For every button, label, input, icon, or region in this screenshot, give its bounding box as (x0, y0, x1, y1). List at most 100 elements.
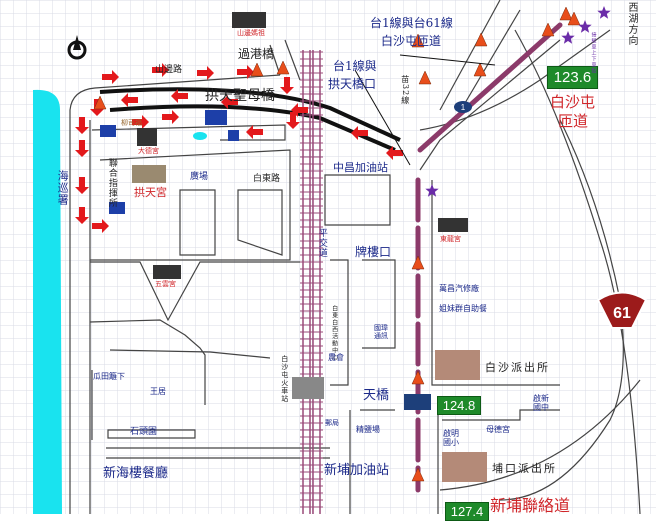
label-donglong-temple: 東龍宮 (440, 235, 461, 243)
label-mude-temple: 母德宮 (486, 425, 510, 434)
sea (33, 89, 62, 514)
label-shuttle-stop: 接駁車上下車點 (590, 32, 597, 74)
shuttle-stars (425, 6, 611, 197)
label-pailou: 牌樓口 (355, 245, 392, 259)
red-arrow-icon (152, 63, 169, 77)
traffic-cone-icon (418, 70, 432, 85)
red-arrow-icon (132, 115, 149, 129)
traffic-cone-icon (411, 33, 425, 48)
label-shanbian-temple: 山邊媽祖 (237, 29, 265, 37)
traffic-arrows (75, 63, 403, 233)
star-icon (578, 20, 592, 33)
red-arrow-icon (246, 125, 263, 139)
gongtian-bridge (99, 87, 401, 142)
label-miao32: 苗32線 (400, 75, 410, 106)
label-skybridge: 天橋 (363, 388, 390, 403)
star-icon (597, 6, 611, 19)
label-t1-t61-line2: 白沙屯匝道 (381, 34, 442, 48)
label-coast-guard: 海巡署 (56, 170, 70, 206)
star-icon (561, 31, 575, 44)
route-1-number: 1 (461, 103, 466, 112)
traffic-cone-icon (473, 62, 487, 77)
station-building-icon (292, 377, 324, 399)
route-1-shield: 1 (454, 101, 472, 113)
traffic-cone-icon (567, 11, 581, 26)
label-plaza: 廣場 (190, 172, 209, 182)
red-arrow-icon (197, 66, 214, 80)
road-network (69, 0, 641, 514)
north-compass-icon (67, 35, 87, 60)
traffic-cone-icon (250, 62, 264, 77)
pond (193, 132, 207, 140)
km-marker-124-8: 124.8 (437, 396, 481, 415)
label-shanbian-road: 山邊路 (155, 65, 183, 75)
red-arrow-icon (162, 110, 179, 124)
traffic-cone-icon (276, 60, 290, 75)
label-farmers-assoc: 農會 (328, 353, 344, 362)
railway-ties (300, 51, 323, 508)
label-jiemei: 姐妹群自助餐 (439, 304, 487, 313)
highway-t1-ramp (417, 22, 563, 153)
route-61-number: 61 (613, 305, 631, 322)
red-arrow-icon (280, 77, 294, 94)
traffic-cone-icon (474, 32, 488, 47)
label-ramp-line1: 白沙屯 (550, 93, 596, 111)
red-arrow-icon (92, 219, 109, 233)
red-arrow-icon (237, 65, 254, 79)
red-arrow-icon (171, 89, 188, 103)
red-arrow-icon (386, 146, 403, 160)
red-arrow-icon (102, 70, 119, 84)
traffic-cone-icon (411, 255, 425, 270)
km-marker-123-6: 123.6 (547, 66, 598, 89)
label-guowei: 國瑋通訊 (374, 324, 388, 340)
label-wuyun-temple: 五雲宮 (155, 280, 176, 288)
label-post-office: 郵局 (325, 419, 339, 427)
label-command-post: 聯合指揮所 (106, 158, 117, 208)
label-dade-temple: 大德宮 (138, 147, 159, 155)
parking-icons (100, 110, 239, 214)
label-t1-gongtian-line2: 拱天橋口 (328, 77, 377, 91)
label-xihu-direction: 西湖方向 (626, 2, 637, 46)
traffic-cone-icon (559, 6, 573, 21)
traffic-cones (93, 6, 581, 482)
traffic-cone-icon (93, 95, 107, 110)
label-qiming-elementary: 啟明國小 (443, 429, 459, 447)
label-xinpu-gas: 新埔加油站 (324, 463, 390, 478)
star-icon (425, 184, 439, 197)
label-ramp-line2: 匝道 (558, 112, 589, 130)
pointer-arrow (354, 69, 411, 166)
label-stone-garden: 石頭園 (130, 427, 158, 437)
label-xinpu-link: 新埔聯絡道 (490, 496, 571, 515)
temple-icons (132, 12, 468, 279)
label-activity-center: 白東白西活動中心 (330, 305, 338, 361)
red-arrow-icon (351, 126, 368, 140)
pointer-arrow (399, 54, 496, 66)
red-arrow-icon (75, 177, 89, 194)
traffic-cone-icon (411, 370, 425, 385)
label-zhongchang-gas: 中昌加油站 (333, 161, 388, 174)
label-xinhailou: 新海樓餐廳 (103, 466, 169, 481)
red-arrow-icon (75, 140, 89, 157)
label-baisha-police: 白沙派出所 (485, 361, 550, 374)
red-arrow-icon (75, 117, 89, 134)
label-baishatun-station: 白沙屯火車站 (280, 355, 289, 403)
traffic-cone-icon (411, 467, 425, 482)
km-marker-127-4: 127.4 (445, 502, 489, 521)
label-t1-gongtian-line1: 台1線與 (333, 59, 377, 73)
police-station-icons (435, 350, 487, 482)
traffic-cone-icon (541, 22, 555, 37)
label-t1-t61-line1: 台1線與台61線 (370, 16, 453, 30)
red-arrow-icon (221, 95, 238, 109)
red-arrow-icon (75, 207, 89, 224)
label-liusi: 柳司福 (121, 119, 142, 127)
label-guogang-bridge: 過港橋 (238, 47, 275, 61)
label-guatian: 瓜田籬下 (93, 372, 125, 381)
red-arrow-icon (286, 112, 300, 129)
route-61-shield: 61 (596, 291, 648, 329)
label-wangju: 王居 (150, 387, 166, 396)
red-arrow-icon (121, 93, 138, 107)
label-salt-field: 精鹽場 (356, 425, 380, 434)
label-wanchang: 萬昌汽修廠 (439, 284, 479, 293)
